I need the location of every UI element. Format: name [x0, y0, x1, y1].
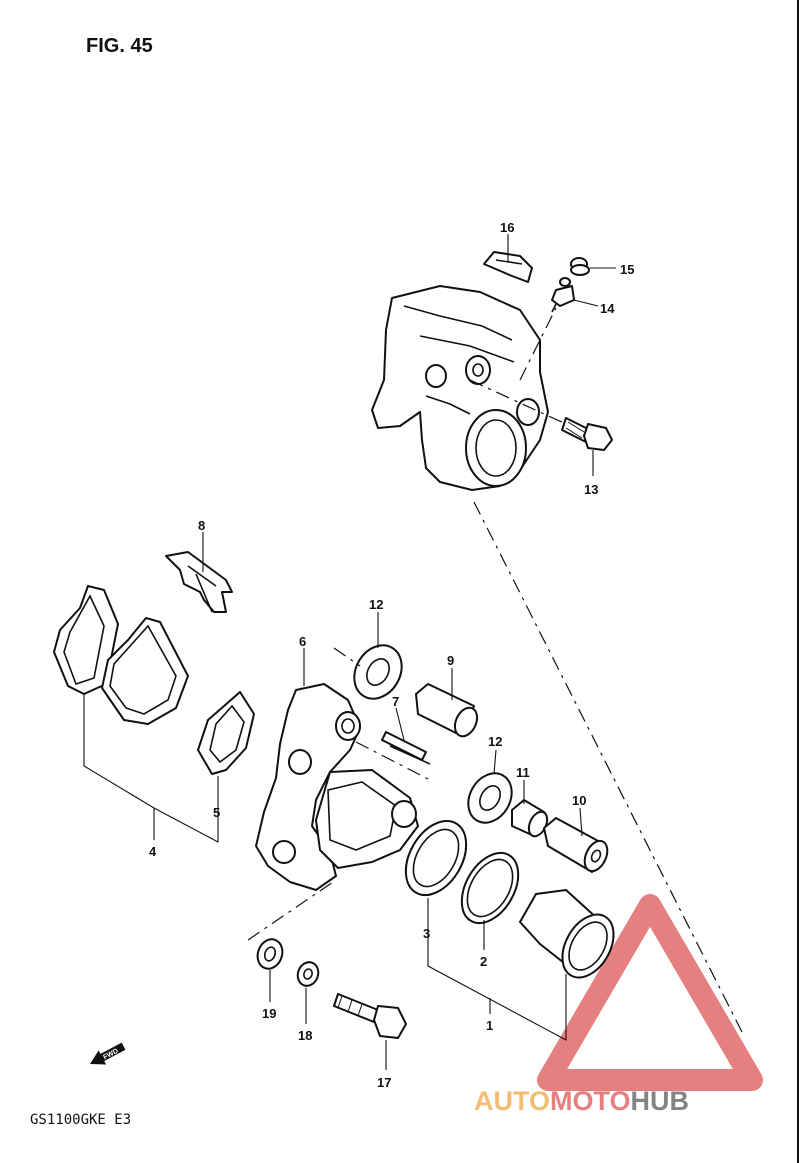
callout-leaders [83, 234, 616, 1070]
part-2-dust-seal [460, 851, 520, 925]
part-1-caliper-piston [519, 889, 615, 979]
part-6-caliper-bracket [255, 683, 419, 891]
callout-2: 2 [480, 954, 487, 969]
callout-8: 8 [198, 518, 205, 533]
callout-numbers: 16 15 14 13 8 12 6 9 7 12 11 10 5 4 3 2 … [149, 220, 634, 1090]
part-18-lock-washer [296, 961, 320, 987]
watermark-auto: AUTO [474, 1086, 550, 1116]
watermark-moto: MOTO [550, 1086, 631, 1116]
callout-13: 13 [584, 482, 598, 497]
callout-3: 3 [423, 926, 430, 941]
part-13-mounting-bolt [561, 417, 613, 451]
part-19-washer [256, 938, 284, 970]
part-12-dust-boot-upper [353, 644, 403, 700]
assembly-line-valve-14 [519, 307, 557, 381]
figure-title: FIG. 45 [86, 35, 153, 57]
svg-text:AUTOMOTOHUB: AUTOMOTOHUB [474, 1086, 689, 1116]
callout-5: 5 [213, 805, 220, 820]
part-16-pad-spring-clip [483, 251, 533, 283]
part-4-brake-pad-left [53, 585, 119, 695]
part-8-anti-rattle-spring [165, 551, 233, 613]
watermark-hub: HUB [631, 1086, 690, 1116]
assembly-line-bracket-boot [333, 647, 361, 667]
watermark: AUTOMOTOHUB [474, 894, 763, 1116]
callout-4: 4 [149, 844, 157, 859]
callout-19: 19 [262, 1006, 276, 1021]
forward-label: FWD [102, 1048, 119, 1062]
part-11-bushing [511, 799, 549, 838]
callout-10: 10 [572, 793, 586, 808]
part-7-pad-pin [381, 731, 431, 765]
callout-18: 18 [298, 1028, 312, 1043]
part-3-piston-seal [404, 820, 468, 896]
part-5-pad-shim [197, 691, 255, 775]
caliper-housing-upper [371, 285, 549, 491]
watermark-triangle-logo [537, 894, 763, 1091]
forward-arrow-marker: FWD [90, 1042, 126, 1065]
assembly-line-bolt-13 [469, 379, 567, 425]
callout-6: 6 [299, 634, 306, 649]
callout-15: 15 [620, 262, 634, 277]
part-17-caliper-bolt [333, 993, 407, 1039]
callout-12-upper: 12 [369, 597, 383, 612]
assembly-line-housing-to-piston [473, 501, 745, 1037]
callout-14: 14 [600, 301, 615, 316]
part-9-slide-sleeve [415, 683, 479, 738]
assembly-line-washers [247, 879, 337, 941]
callout-17: 17 [377, 1075, 391, 1090]
model-code: GS1100GKE E3 [30, 1112, 131, 1128]
part-10-slide-pin [543, 817, 609, 873]
part-15-bleeder-cap [570, 257, 590, 276]
assembly-line-pad-pin [355, 741, 431, 781]
callout-12-lower: 12 [488, 734, 502, 749]
callout-7: 7 [392, 694, 399, 709]
part-4-brake-pad-right [101, 617, 189, 725]
callout-1: 1 [486, 1018, 493, 1033]
callout-9: 9 [447, 653, 454, 668]
callout-11: 11 [516, 765, 530, 780]
part-14-bleeder-valve [551, 277, 575, 313]
callout-16: 16 [500, 220, 514, 235]
part-12-dust-boot-lower [467, 772, 513, 824]
